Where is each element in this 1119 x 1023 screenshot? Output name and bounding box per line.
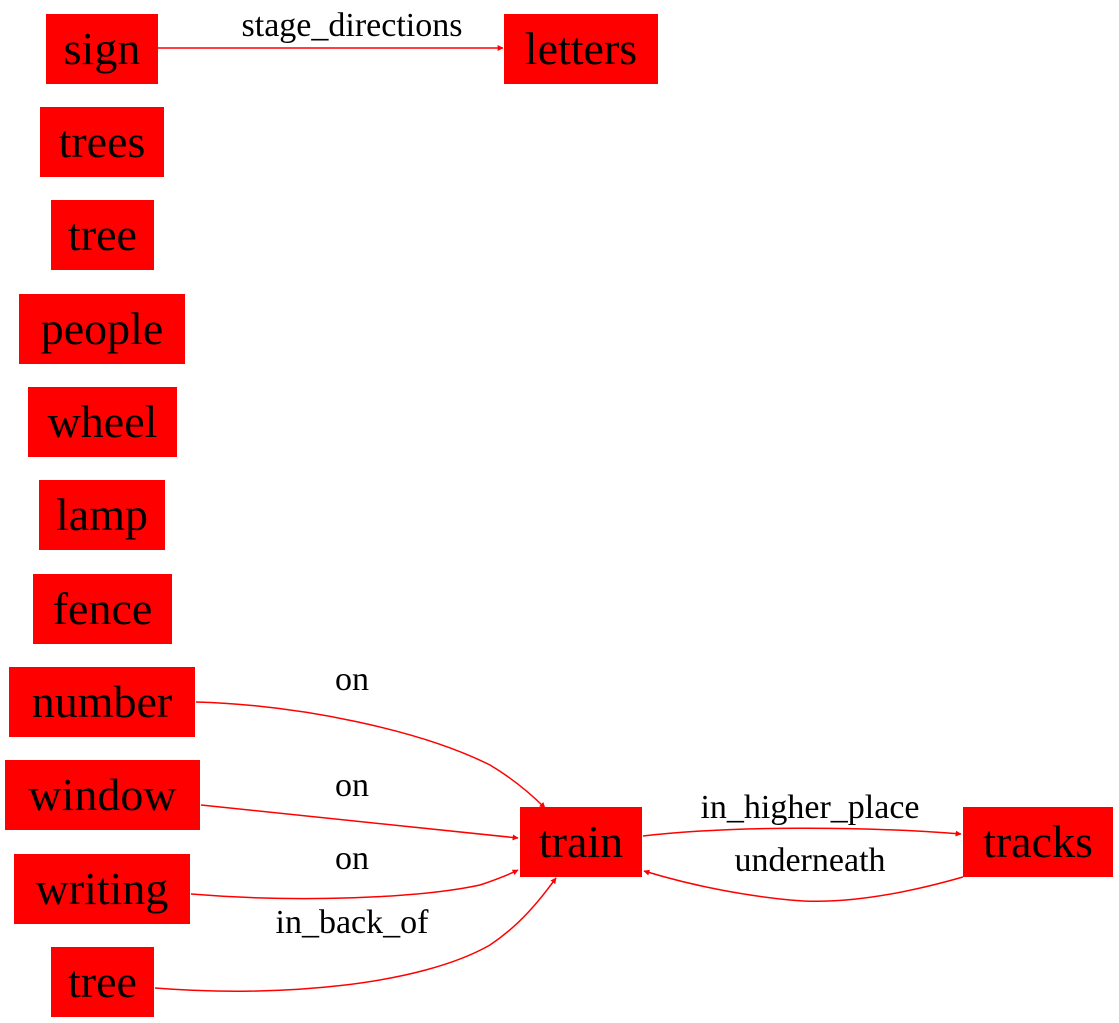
node-trees: trees	[40, 107, 164, 177]
node-people: people	[19, 294, 185, 364]
node-lamp: lamp	[39, 480, 165, 550]
edge-tracks-train	[643, 869, 964, 902]
edge-writing-train	[190, 869, 519, 900]
node-fence: fence	[33, 574, 172, 644]
edge-train-tracks	[642, 827, 962, 837]
edge-number-train	[195, 701, 546, 809]
node-tree-top: tree	[51, 200, 154, 270]
edge-label-sign-letters: stage_directions	[242, 7, 463, 44]
edge-label-tracks-train: underneath	[734, 842, 885, 879]
edge-label-number-train: on	[335, 661, 369, 698]
node-sign: sign	[46, 14, 158, 84]
edge-tree-train	[154, 877, 557, 992]
node-window: window	[5, 760, 200, 830]
edge-window-train	[200, 804, 519, 841]
node-train: train	[520, 807, 642, 877]
edge-label-window-train: on	[335, 767, 369, 804]
edge-label-tree-train: in_back_of	[276, 904, 430, 941]
node-tracks: tracks	[963, 807, 1113, 877]
node-letters: letters	[504, 14, 658, 84]
node-number: number	[9, 667, 195, 737]
edge-label-train-tracks: in_higher_place	[700, 789, 919, 826]
node-wheel: wheel	[28, 387, 177, 457]
edge-label-writing-train: on	[335, 840, 369, 877]
node-writing: writing	[14, 854, 190, 924]
node-tree-bottom: tree	[51, 947, 154, 1017]
